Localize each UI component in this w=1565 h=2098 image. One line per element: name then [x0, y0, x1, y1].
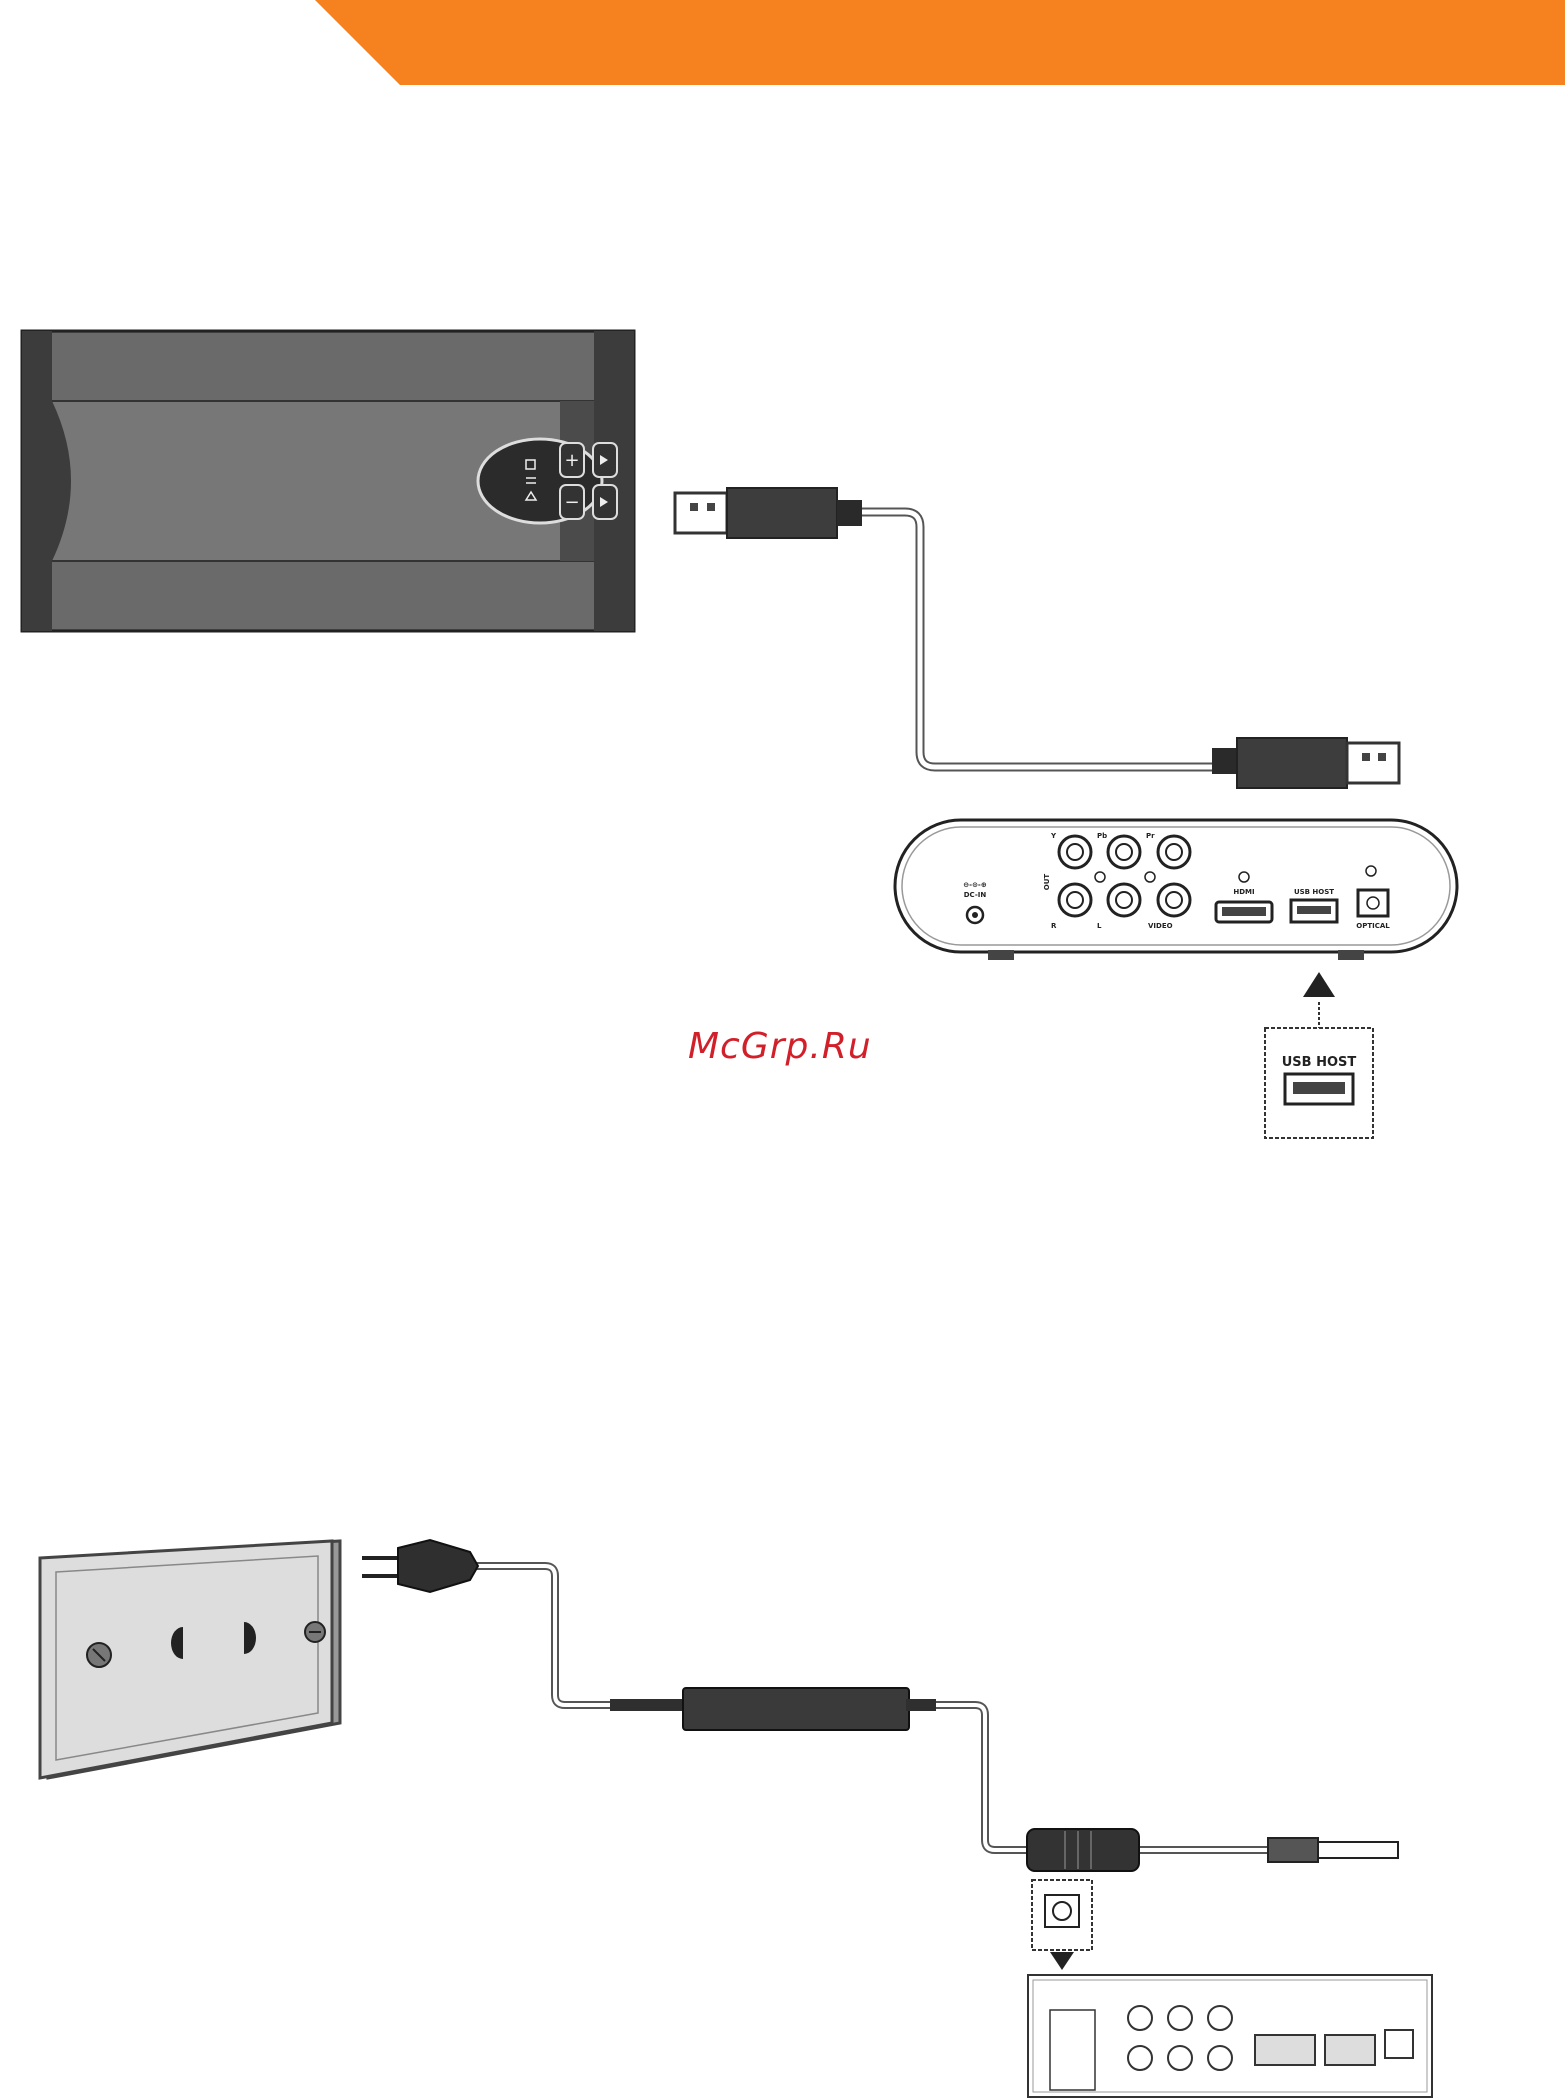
arrow-up-icon — [1303, 972, 1335, 997]
label-optical: OPTICAL — [1356, 922, 1390, 930]
label-dc-in: DC-IN — [964, 891, 987, 899]
media-player-rear-panel: ⊖-⊙-⊕ DC-IN Y Pb Pr OUT R L VIDEO HDMI U… — [895, 820, 1457, 960]
hdd-control-buttons: + − — [478, 439, 617, 523]
label-pb: Pb — [1097, 832, 1107, 840]
svg-text:+: + — [564, 450, 579, 471]
label-r: R — [1051, 922, 1057, 930]
label-video: VIDEO — [1148, 922, 1173, 930]
media-player-rear-small — [1028, 1975, 1432, 2097]
label-hdmi: HDMI — [1233, 888, 1254, 896]
label-y: Y — [1050, 832, 1057, 840]
label-pr: Pr — [1146, 832, 1155, 840]
power-adapter-cable — [362, 1540, 1398, 1871]
header-band — [315, 0, 1565, 85]
label-l: L — [1097, 922, 1102, 930]
watermark-text: McGrp.Ru — [688, 1026, 872, 1067]
dc-in-callout — [1032, 1880, 1092, 1970]
label-dc-in-rating: ⊖-⊙-⊕ — [963, 881, 986, 889]
callout-usb-host-label: USB HOST — [1282, 1055, 1357, 1070]
label-usb-host-port: USB HOST — [1294, 888, 1334, 896]
wall-socket — [40, 1541, 340, 1778]
usb-host-callout: USB HOST — [1265, 972, 1373, 1138]
external-hard-drive: + − — [22, 331, 634, 631]
arrow-down-icon — [1050, 1952, 1074, 1970]
label-out: OUT — [1043, 874, 1051, 891]
svg-text:−: − — [564, 492, 579, 513]
usb-cable — [675, 488, 1399, 788]
